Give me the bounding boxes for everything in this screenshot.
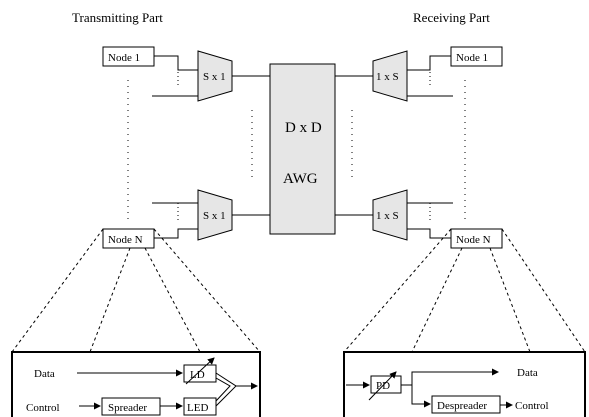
tx-node-1-label: Node 1 — [108, 52, 140, 64]
tx-mux-bottom: S x 1 — [197, 189, 233, 241]
tx-node-n: Node N — [102, 228, 155, 249]
tx-zoom-line-mid1 — [89, 247, 131, 353]
rx-data-label: Data — [517, 367, 538, 379]
tx-zoom-line-left — [11, 228, 104, 353]
tx-mux-bottom-label: S x 1 — [203, 210, 226, 222]
tx-node-n-label: Node N — [108, 234, 143, 246]
rx-data-arrow — [401, 368, 499, 386]
rx-zoom-line-mid2 — [489, 247, 531, 353]
rx-control-label: Control — [515, 400, 549, 412]
rx-top-link — [407, 55, 451, 71]
led-block: LED — [183, 397, 217, 416]
rx-node-n-label: Node N — [456, 234, 491, 246]
tx-node-1: Node 1 — [102, 46, 155, 67]
pd-detect-arrow — [368, 371, 397, 401]
tx-data-label: Data — [34, 368, 55, 380]
rx-zoom-line-left — [343, 228, 452, 353]
rx-node-1-label: Node 1 — [456, 52, 488, 64]
tx-bottom-link — [154, 228, 198, 239]
rx-bottom-link — [407, 228, 451, 239]
tx-top-link — [154, 55, 198, 71]
pd-block: PD — [368, 371, 402, 401]
awg-label: AWG — [283, 171, 318, 187]
tx-mux-top-label: S x 1 — [203, 71, 226, 83]
awg-block: D x D AWG — [269, 63, 336, 235]
pd-to-despreader-arrow — [411, 385, 431, 408]
despreader-label: Despreader — [437, 400, 487, 412]
rx-demux-top-label: 1 x S — [376, 71, 399, 83]
ld-label: LD — [190, 369, 205, 381]
tx-mux-top: S x 1 — [197, 50, 233, 102]
transmitting-part-title: Transmitting Part — [72, 10, 163, 25]
tx-control-label: Control — [26, 402, 60, 414]
despreader-block: Despreader — [431, 395, 501, 414]
rx-demux-bottom-label: 1 x S — [376, 210, 399, 222]
spreader-block: Spreader — [101, 397, 161, 416]
receiving-part-title: Receiving Part — [413, 10, 490, 25]
tx-zoom-line-right — [153, 228, 261, 353]
awg-size-label: D x D — [285, 120, 322, 136]
spreader-label: Spreader — [108, 402, 147, 414]
rx-zoom-line-right — [501, 228, 586, 353]
ld-modulation-arrow — [185, 357, 215, 385]
led-label: LED — [187, 402, 208, 414]
tx-zoom-line-mid2 — [144, 247, 201, 353]
rx-zoom-line-mid1 — [411, 247, 463, 353]
rx-demux-top: 1 x S — [372, 50, 408, 102]
rx-node-1: Node 1 — [450, 46, 503, 67]
rx-demux-bottom: 1 x S — [372, 189, 408, 241]
rx-node-n: Node N — [450, 228, 503, 249]
